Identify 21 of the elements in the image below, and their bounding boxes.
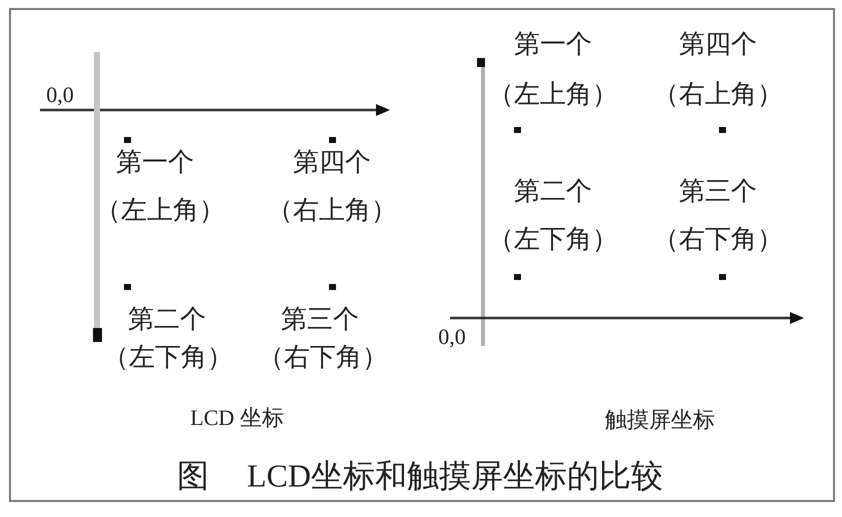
point-label: 第二个 (128, 306, 206, 334)
point-label: 第一个 (514, 30, 592, 60)
origin-label: 0,0 (46, 82, 74, 108)
subcaption: 触摸屏坐标 (605, 408, 715, 432)
point-label: 第三个 (281, 306, 359, 334)
corner-label: （右下角） (653, 226, 783, 254)
subcaption: LCD 坐标 (190, 406, 284, 430)
corner-label: （右上角） (267, 196, 397, 226)
origin-label: 0,0 (438, 324, 466, 350)
point-label: 第三个 (679, 178, 757, 206)
corner-label: （左上角） (488, 80, 618, 110)
point-label: 第四个 (679, 30, 757, 60)
corner-label: （左下角） (103, 344, 233, 372)
corner-label: （右下角） (258, 344, 388, 372)
corner-label: （左上角） (95, 196, 225, 226)
point-label: 第四个 (293, 148, 371, 178)
point-label: 第一个 (116, 148, 194, 178)
point-label: 第二个 (514, 178, 592, 206)
figure-caption: 图 LCD坐标和触摸屏坐标的比较 (177, 458, 663, 494)
corner-label: （左下角） (488, 226, 618, 254)
corner-label: （右上角） (653, 80, 783, 110)
